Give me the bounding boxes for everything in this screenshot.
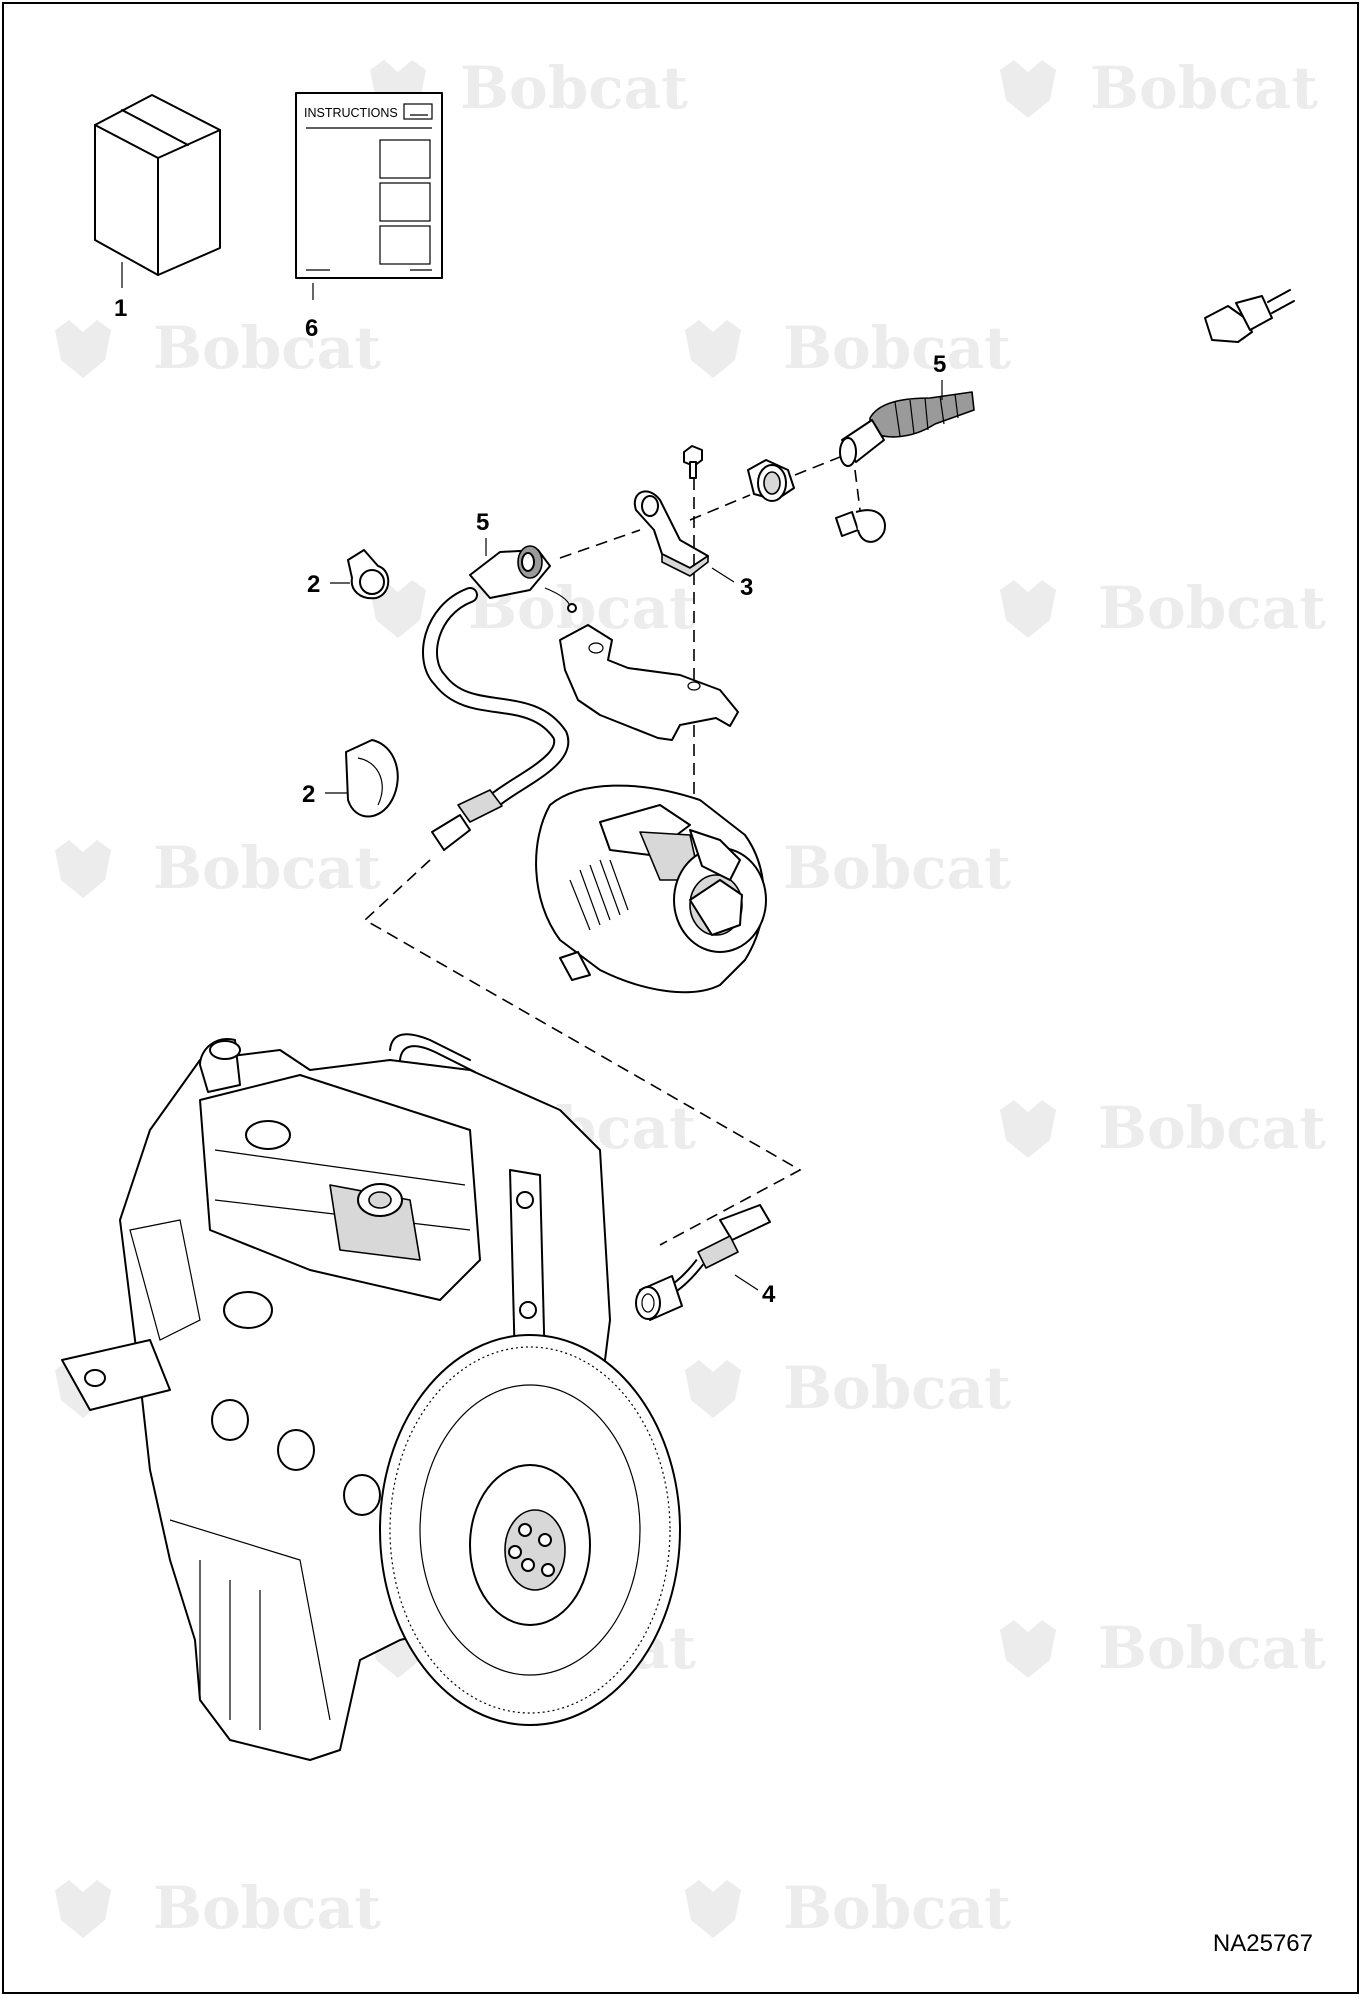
callout-5-cord: 5 [933, 351, 946, 378]
engine-connector: 4 [635, 1204, 776, 1321]
watermark: Bobcat [685, 1354, 1011, 1422]
mounting-bolt [683, 445, 703, 479]
watermark: Bobcat [55, 314, 381, 382]
watermark: Bobcat [55, 1874, 381, 1942]
power-cord: 5 [835, 289, 1295, 543]
small-clamp: 2 [307, 549, 390, 600]
svg-text:Bobcat: Bobcat [1090, 54, 1318, 122]
svg-text:Bobcat: Bobcat [153, 314, 381, 382]
callout-6: 6 [305, 315, 318, 342]
grommet [747, 459, 795, 502]
block-heater-unit [535, 784, 767, 994]
instructions-title: INSTRUCTIONS [304, 106, 398, 120]
svg-text:Bobcat: Bobcat [1098, 1614, 1326, 1682]
svg-text:Bobcat: Bobcat [1098, 1094, 1326, 1162]
svg-text:Bobcat: Bobcat [153, 834, 381, 902]
watermark: Bobcat [1000, 1094, 1326, 1162]
svg-text:Bobcat: Bobcat [783, 1874, 1011, 1942]
watermark: Bobcat [1000, 574, 1326, 642]
engine [61, 1033, 681, 1761]
strap-clamp: 2 [302, 739, 399, 818]
callout-1: 1 [114, 295, 127, 322]
watermark: Bobcat [1000, 1614, 1326, 1682]
watermark: Bobcat [685, 314, 1011, 382]
instructions-sheet: INSTRUCTIONS [295, 92, 443, 300]
svg-text:Bobcat: Bobcat [783, 834, 1011, 902]
mounting-bracket: 3 [633, 490, 753, 601]
watermark: Bobcat [55, 834, 381, 902]
callout-2-strap: 2 [302, 781, 315, 808]
svg-text:Bobcat: Bobcat [783, 314, 1011, 382]
svg-text:Bobcat: Bobcat [153, 1874, 381, 1942]
kit-box [94, 94, 221, 288]
figure-reference: NA25767 [1212, 1930, 1313, 1957]
heater-socket-harness: 5 [422, 509, 577, 851]
svg-text:Bobcat: Bobcat [1098, 574, 1326, 642]
chassis-bracket [559, 624, 739, 741]
callout-2-small: 2 [307, 571, 320, 598]
watermark: Bobcat [685, 1874, 1011, 1942]
callout-3: 3 [740, 574, 753, 601]
assembly-lines-top [363, 454, 846, 1246]
callout-5-socket: 5 [476, 509, 489, 536]
svg-text:Bobcat: Bobcat [460, 54, 688, 122]
watermark: Bobcat [370, 54, 688, 122]
callout-4: 4 [762, 1281, 776, 1308]
svg-text:Bobcat: Bobcat [783, 1354, 1011, 1422]
watermark: Bobcat [1000, 54, 1318, 122]
